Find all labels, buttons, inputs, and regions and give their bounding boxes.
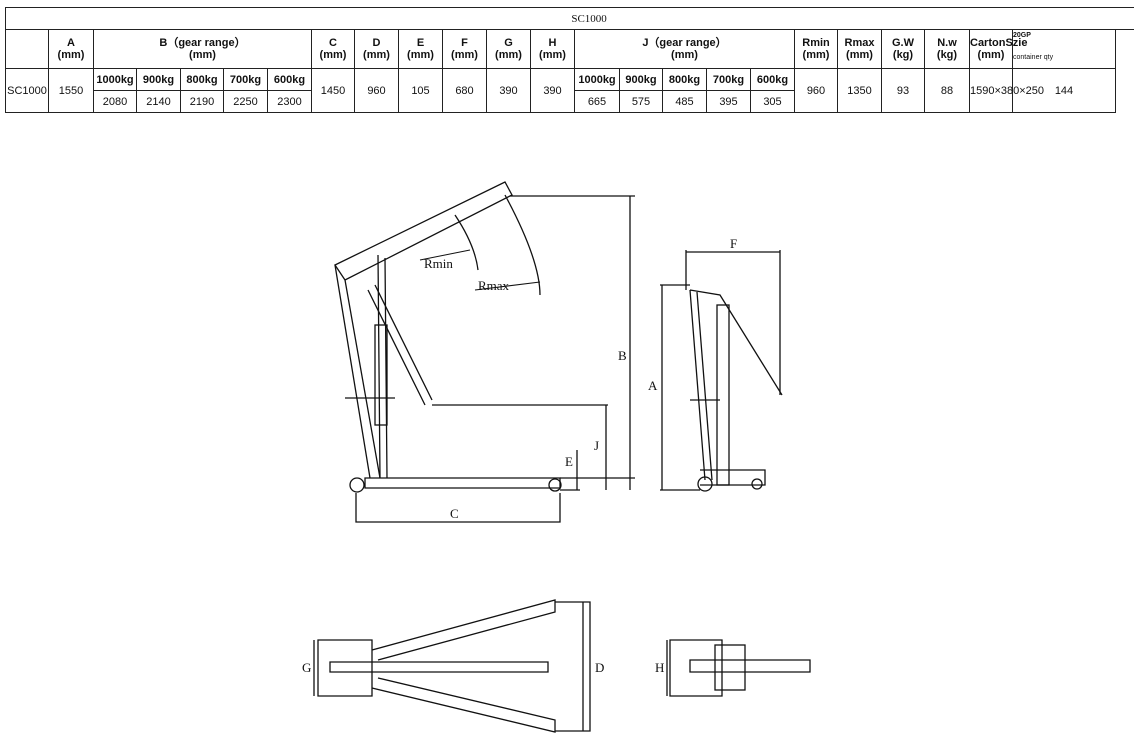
cell-d: 960	[354, 68, 399, 113]
header-d: D(mm)	[354, 29, 399, 69]
h-unit: (mm)	[977, 49, 1005, 61]
h-20gp: 20GP	[1013, 32, 1031, 39]
cell-g: 390	[486, 68, 531, 113]
h-rmax: Rmax	[844, 37, 875, 49]
header-g: G(mm)	[486, 29, 531, 69]
h-unit: (mm)	[802, 49, 830, 61]
h-unit: (mm)	[495, 49, 522, 61]
header-b: B（gear range）(mm)	[93, 29, 312, 69]
header-e: E(mm)	[398, 29, 443, 69]
h-h: H	[548, 37, 557, 49]
header-container: 20GP container qty	[1012, 29, 1116, 69]
spec-table: SC1000 A (mm) B（gear range）(mm) C(mm) D(…	[4, 7, 1134, 113]
cell-rmin: 960	[794, 68, 838, 113]
label-rmin: Rmin	[424, 256, 453, 271]
label-rmax: Rmax	[478, 278, 510, 293]
h-gw: G.W	[892, 37, 914, 49]
h-container-qty: container qty	[1013, 54, 1054, 61]
header-f: F(mm)	[442, 29, 487, 69]
side-view-drawing	[334, 181, 635, 523]
h-unit: (mm)	[363, 49, 390, 61]
header-j-unit: (mm)	[671, 49, 698, 61]
header-j-label: J（gear range）	[642, 37, 727, 49]
h-unit: (mm)	[539, 49, 566, 61]
header-a: A (mm)	[48, 29, 94, 69]
h-unit: (mm)	[451, 49, 478, 61]
b-value: 2300	[267, 90, 312, 113]
label-e: E	[565, 454, 573, 469]
j-value: 395	[706, 90, 751, 113]
header-b-unit: (mm)	[189, 49, 216, 61]
h-f: F	[461, 37, 468, 49]
header-a-label: A (mm)	[57, 37, 85, 61]
label-g: G	[302, 660, 311, 675]
b-value: 2140	[136, 90, 181, 113]
h-e: E	[416, 37, 425, 49]
label-f: F	[730, 236, 737, 251]
cell-c: 1450	[311, 68, 355, 113]
cell-container: 144	[1012, 68, 1116, 113]
h-kg: (kg)	[936, 49, 958, 61]
cell-rmax: 1350	[837, 68, 882, 113]
cell-gw: 93	[881, 68, 925, 113]
j-value: 665	[574, 90, 620, 113]
h-g: G	[504, 37, 513, 49]
header-j: J（gear range）(mm)	[574, 29, 795, 69]
h-rmin: Rmin	[802, 37, 830, 49]
cell-nw: 88	[924, 68, 970, 113]
h-c: C	[329, 37, 337, 49]
label-j: J	[594, 438, 599, 453]
top-view-small-drawing	[666, 639, 811, 697]
header-c: C(mm)	[311, 29, 355, 69]
header-rmin: Rmin(mm)	[794, 29, 838, 69]
cell-a: 1550	[48, 68, 94, 113]
gear-j: 800kg	[662, 68, 707, 91]
label-a: A	[648, 378, 658, 393]
j-value: 485	[662, 90, 707, 113]
b-value: 2080	[93, 90, 137, 113]
front-view-drawing	[660, 250, 783, 492]
header-h: H(mm)	[530, 29, 575, 69]
h-unit: (mm)	[319, 49, 347, 61]
cell-f: 680	[442, 68, 487, 113]
h-unit: (mm)	[846, 49, 873, 61]
label-c: C	[450, 506, 459, 521]
cell-e: 105	[398, 68, 443, 113]
header-b-label: B（gear range）	[159, 37, 246, 49]
gear-b: 1000kg	[93, 68, 137, 91]
h-d: D	[372, 37, 381, 49]
label-d: D	[595, 660, 604, 675]
h-kg: (kg)	[892, 49, 914, 61]
h-unit: (mm)	[407, 49, 434, 61]
gear-j: 900kg	[619, 68, 663, 91]
j-value: 305	[750, 90, 795, 113]
h-nw: N.w	[937, 37, 957, 49]
b-value: 2250	[223, 90, 268, 113]
top-view-drawing	[313, 599, 591, 733]
label-h: H	[655, 660, 664, 675]
label-b: B	[618, 348, 627, 363]
